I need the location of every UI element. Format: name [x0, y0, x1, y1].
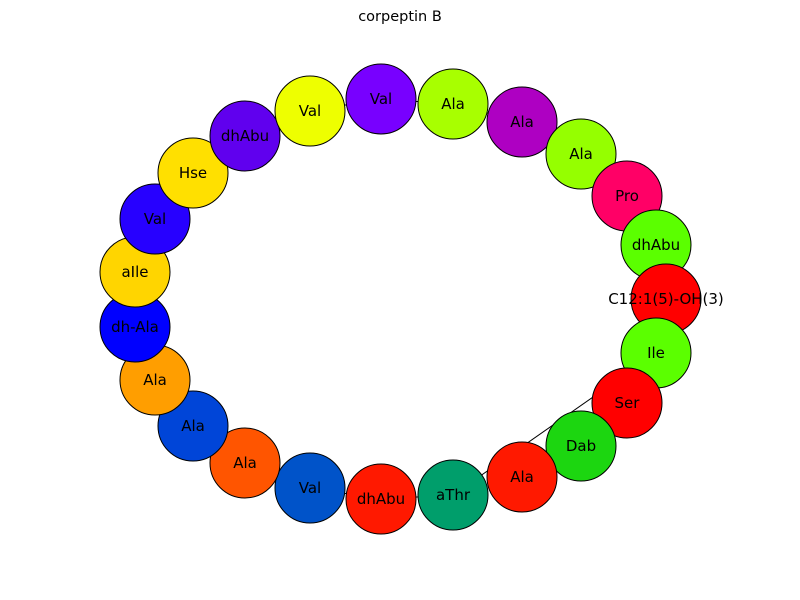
residue-label: dhAbu	[221, 127, 269, 145]
residue-label: Ala	[143, 371, 167, 389]
residue-label: Val	[299, 479, 321, 497]
residue-circle	[345, 463, 417, 535]
residue-circle	[545, 410, 617, 482]
residue-node: Ala	[486, 441, 558, 513]
residue-circle	[417, 68, 489, 140]
residue-circle	[157, 137, 229, 209]
residue-node: aThr	[417, 459, 489, 531]
residue-node: aIle	[99, 236, 171, 308]
residue-circle	[345, 63, 417, 135]
residue-label: aIle	[121, 263, 148, 281]
residue-circle	[591, 367, 663, 439]
residue-node: Ala	[545, 118, 617, 190]
residue-label: Ala	[181, 417, 205, 435]
residue-label: Ser	[615, 394, 641, 412]
residue-circle	[545, 118, 617, 190]
residue-label: Ala	[233, 454, 257, 472]
residue-node: Dab	[545, 410, 617, 482]
residue-node: dhAbu	[345, 463, 417, 535]
residue-node: C12:1(5)-OH(3)	[608, 263, 724, 335]
residue-label: dhAbu	[632, 236, 680, 254]
residue-node: Ala	[209, 427, 281, 499]
residue-node: Ala	[486, 86, 558, 158]
residue-circle	[274, 75, 346, 147]
residue-label: dhAbu	[357, 490, 405, 508]
residue-label: C12:1(5)-OH(3)	[608, 290, 724, 308]
residue-node: Val	[345, 63, 417, 135]
residue-label: Val	[144, 210, 166, 228]
residue-label: Ala	[441, 95, 465, 113]
residue-node: Val	[274, 75, 346, 147]
residue-label: dh-Ala	[111, 318, 159, 336]
residue-label: Ala	[510, 113, 534, 131]
residue-node: dhAbu	[209, 100, 281, 172]
residue-label: Pro	[615, 187, 639, 205]
residue-node: Hse	[157, 137, 229, 209]
residue-circle	[209, 100, 281, 172]
residue-label: Hse	[179, 164, 207, 182]
residue-label: Dab	[566, 437, 596, 455]
residue-circle	[486, 441, 558, 513]
residue-circle	[274, 452, 346, 524]
residue-circle	[417, 459, 489, 531]
residue-node: Val	[274, 452, 346, 524]
residue-node: Ala	[119, 344, 191, 416]
diagram-title: corpeptin B	[358, 9, 442, 25]
residue-label: Ala	[510, 468, 534, 486]
residue-circle	[486, 86, 558, 158]
residue-label: Val	[299, 102, 321, 120]
residue-node: Ser	[591, 367, 663, 439]
residue-node: dhAbu	[620, 209, 692, 281]
residue-label: Ile	[647, 344, 665, 362]
residue-node: Ala	[417, 68, 489, 140]
residue-label: aThr	[436, 486, 471, 504]
residue-node: dh-Ala	[99, 291, 171, 363]
residue-circle	[209, 427, 281, 499]
residue-label: Ala	[569, 145, 593, 163]
residue-label: Val	[370, 90, 392, 108]
